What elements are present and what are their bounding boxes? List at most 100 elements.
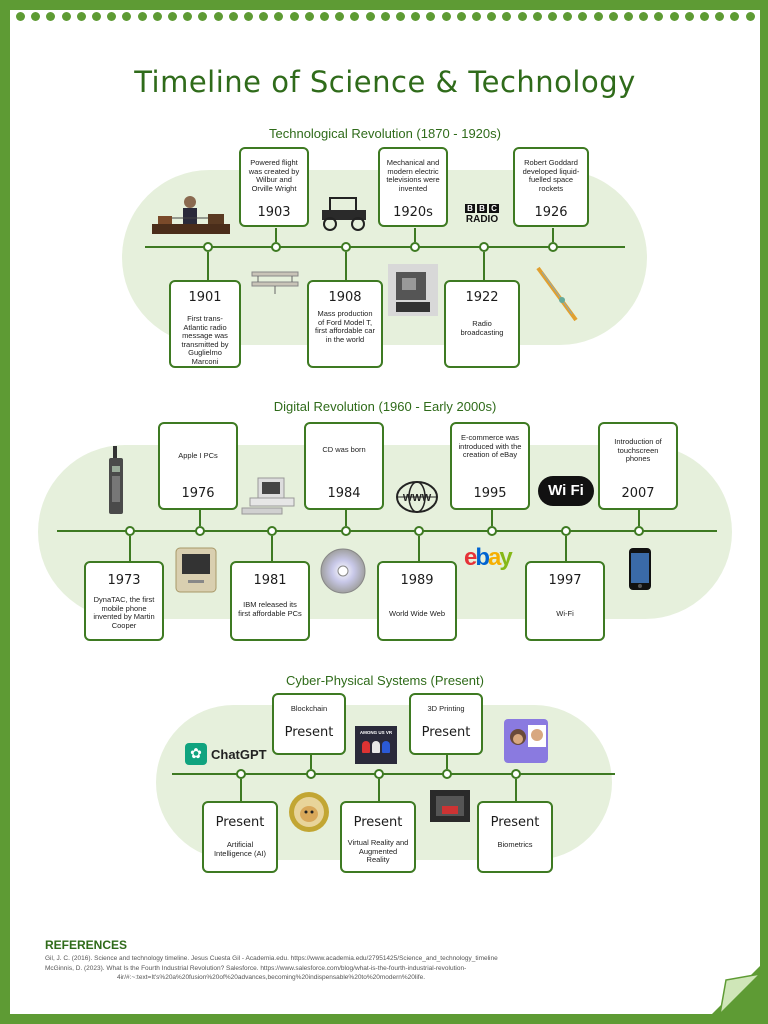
connector xyxy=(345,510,347,526)
binder-ring xyxy=(730,12,740,21)
section-title-cyber-physical: Cyber-Physical Systems (Present) xyxy=(286,673,484,688)
event-card-vr-ar: Present Virtual Reality and Augmented Re… xyxy=(340,801,416,873)
event-year: Present xyxy=(353,815,403,830)
binder-ring xyxy=(624,12,633,21)
goddard-rocket-image xyxy=(536,266,578,322)
event-desc: DynaTAC, the first mobile phone invented… xyxy=(93,595,155,630)
event-desc: Mechanical and modern electric televisio… xyxy=(386,158,440,193)
event-desc: First trans-Atlantic radio message was t… xyxy=(181,314,229,366)
event-year: Present xyxy=(215,815,265,830)
event-card-2007: Introduction of touchscreen phones 2007 xyxy=(598,422,678,510)
bbc-radio-text: RADIO xyxy=(465,214,499,225)
connector xyxy=(491,510,493,526)
event-year: Present xyxy=(490,815,540,830)
binder-ring xyxy=(517,12,527,21)
event-year: 1922 xyxy=(465,290,499,305)
connector xyxy=(446,755,448,769)
timeline-dot xyxy=(341,242,351,252)
binder-ring xyxy=(472,12,481,21)
event-card-1981: 1981 IBM released its first affordable P… xyxy=(230,561,310,641)
binder-ring xyxy=(183,12,193,21)
binder-ring xyxy=(289,12,299,21)
connector xyxy=(414,228,416,242)
event-card-biometrics: Present Biometrics xyxy=(477,801,553,873)
event-desc: Apple I PCs xyxy=(178,451,218,460)
timeline-dot xyxy=(548,242,558,252)
binder-ring xyxy=(92,12,101,21)
event-card-1984: CD was born 1984 xyxy=(304,422,384,510)
binder-ring xyxy=(335,12,345,21)
binder-ring xyxy=(532,12,542,21)
binder-ring xyxy=(396,12,405,21)
timeline-dot xyxy=(341,526,351,536)
binder-ring xyxy=(593,12,603,21)
timeline-dot xyxy=(487,526,497,536)
connector xyxy=(129,536,131,570)
connector xyxy=(345,252,347,280)
dogecoin-icon xyxy=(289,792,329,832)
binder-ring xyxy=(31,12,41,21)
binder-ring xyxy=(16,12,25,21)
timeline-axis-technological xyxy=(145,246,625,248)
binder-ring xyxy=(669,12,679,21)
event-desc: World Wide Web xyxy=(389,609,445,618)
binder-ring xyxy=(365,12,375,21)
binder-ring xyxy=(487,12,497,21)
binder-ring xyxy=(274,12,284,21)
binder-ring xyxy=(213,12,223,21)
binder-ring xyxy=(76,12,86,21)
binder-ring xyxy=(46,12,56,21)
binder-ring xyxy=(608,12,618,21)
crewmates xyxy=(355,741,397,753)
event-desc: IBM released its first affordable PCs xyxy=(238,600,302,618)
event-year: 1989 xyxy=(400,573,434,588)
event-year: 1901 xyxy=(188,290,222,305)
www-text: WWW xyxy=(403,493,432,504)
binder-ring xyxy=(228,12,238,21)
connector xyxy=(515,779,517,801)
event-year: 1997 xyxy=(548,573,582,588)
binder-ring xyxy=(456,12,466,21)
page-curl-corner xyxy=(712,966,760,1014)
timeline-axis-digital xyxy=(57,530,717,532)
event-desc: Radio broadcasting xyxy=(460,319,504,337)
connector xyxy=(275,228,277,242)
event-desc: Blockchain xyxy=(290,704,328,713)
3d-printer-image xyxy=(430,790,470,822)
section-title-technological: Technological Revolution (1870 - 1920s) xyxy=(269,126,501,141)
connector xyxy=(199,510,201,526)
among-us-title: AMONG US VR xyxy=(359,730,393,735)
connector xyxy=(240,779,242,801)
connector xyxy=(378,779,380,801)
cd-disc-icon xyxy=(320,548,366,594)
wifi-logo: Wi Fi xyxy=(538,476,594,506)
event-desc: Wi-Fi xyxy=(556,609,574,618)
binder-ring xyxy=(380,12,390,21)
binder-ring xyxy=(745,12,755,21)
binder-ring xyxy=(350,12,360,21)
timeline-dot xyxy=(374,769,384,779)
mechanical-television-image xyxy=(388,264,438,316)
openai-icon: ✿ xyxy=(185,743,207,765)
event-desc: CD was born xyxy=(322,445,366,454)
event-card-1922: 1922 Radio broadcasting xyxy=(444,280,520,368)
binder-ring xyxy=(548,12,557,21)
event-card-blockchain: Blockchain Present xyxy=(272,693,346,755)
wright-flyer-image xyxy=(251,271,299,294)
timeline-dot xyxy=(561,526,571,536)
page-title: Timeline of Science & Technology xyxy=(134,65,636,99)
event-year: 1995 xyxy=(473,486,507,501)
event-desc: Introduction of touchscreen phones xyxy=(614,437,662,463)
timeline-dot xyxy=(267,526,277,536)
event-card-1973: 1973 DynaTAC, the first mobile phone inv… xyxy=(84,561,164,641)
section-title-digital: Digital Revolution (1960 - Early 2000s) xyxy=(273,399,497,414)
event-card-1926: Robert Goddard developed liquid-fuelled … xyxy=(513,147,589,227)
binder-ring xyxy=(715,12,725,21)
event-desc: Artificial Intelligence (AI) xyxy=(213,840,267,858)
event-card-1995: E-commerce was introduced with the creat… xyxy=(450,422,530,510)
binder-ring xyxy=(61,12,71,21)
timeline-dot xyxy=(414,526,424,536)
timeline-axis-cyber-physical xyxy=(172,773,615,775)
binder-ring xyxy=(107,12,117,21)
poster-page: Timeline of Science & Technology Technol… xyxy=(10,10,760,1014)
